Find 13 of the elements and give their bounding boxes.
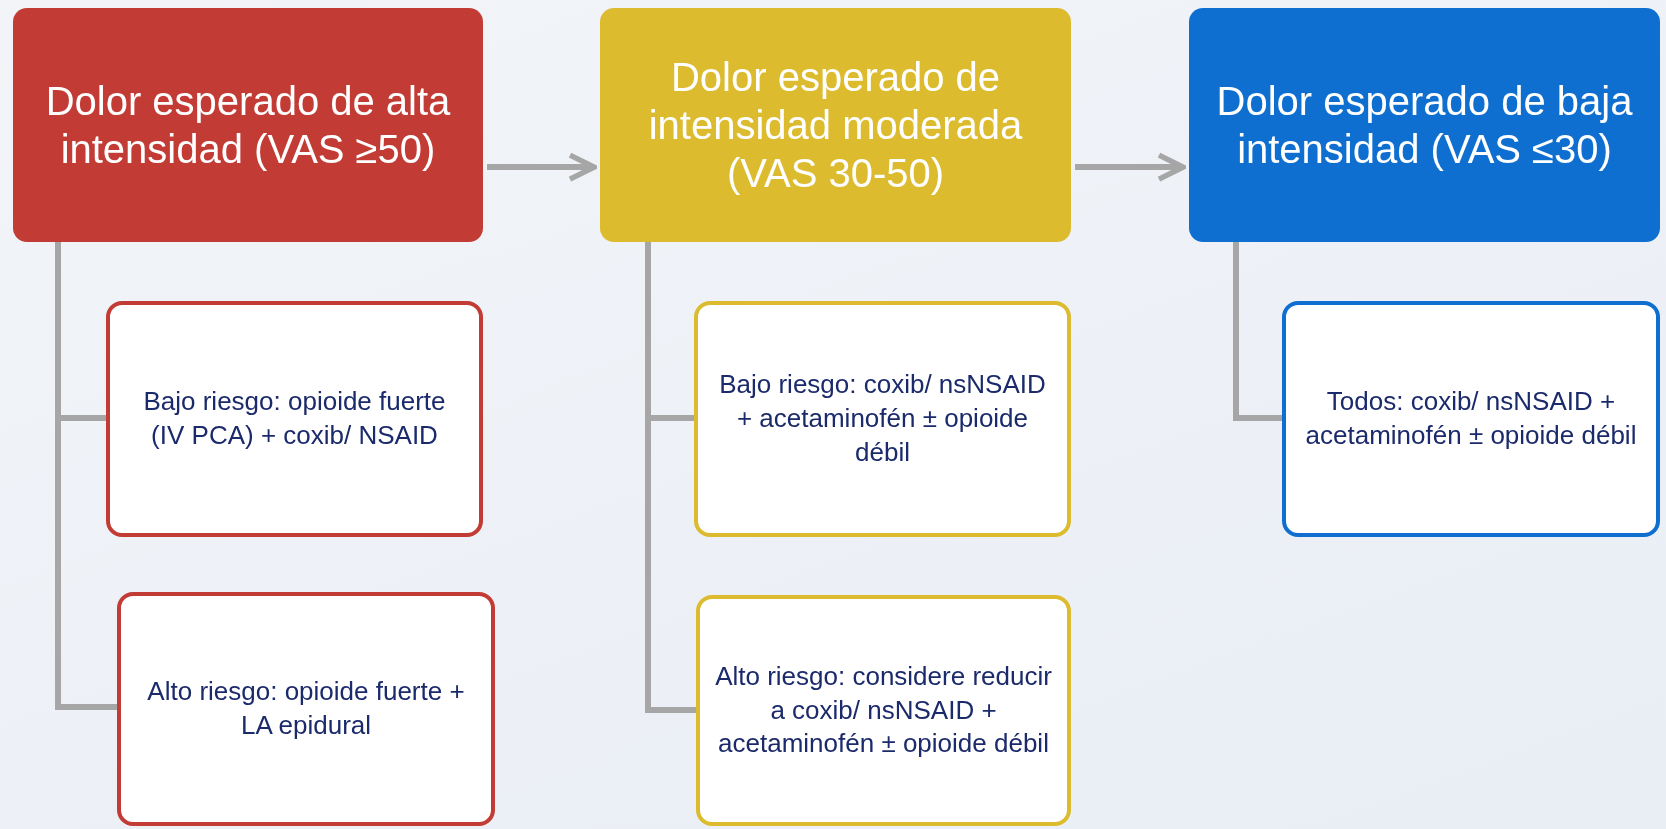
category-box: Dolor esperado de baja intensidad (VAS ≤30): [1189, 8, 1660, 242]
arrow: [487, 152, 597, 182]
category-box: Dolor esperado de intensidad moderada (VAS 30-50): [600, 8, 1071, 242]
arrow: [1075, 152, 1186, 182]
category-box: Dolor esperado de alta intensidad (VAS ≥50): [13, 8, 483, 242]
treatment-box: Alto riesgo: opioide fuerte + LA epidural: [117, 592, 495, 826]
connector-line: [55, 242, 117, 710]
treatment-box: Bajo riesgo: coxib/ nsNSAID + acetaminofén ± opioide débil: [694, 301, 1071, 537]
connector-line: [645, 242, 696, 713]
treatment-box: Bajo riesgo: opioide fuerte (IV PCA) + coxib/ NSAID: [106, 301, 483, 537]
treatment-box: Todos: coxib/ nsNSAID + acetaminofén ± opioide débil: [1282, 301, 1660, 537]
treatment-box: Alto riesgo: considere reducir a coxib/ nsNSAID + acetaminofén ± opioide débil: [696, 595, 1071, 826]
connector-line: [1233, 242, 1282, 421]
